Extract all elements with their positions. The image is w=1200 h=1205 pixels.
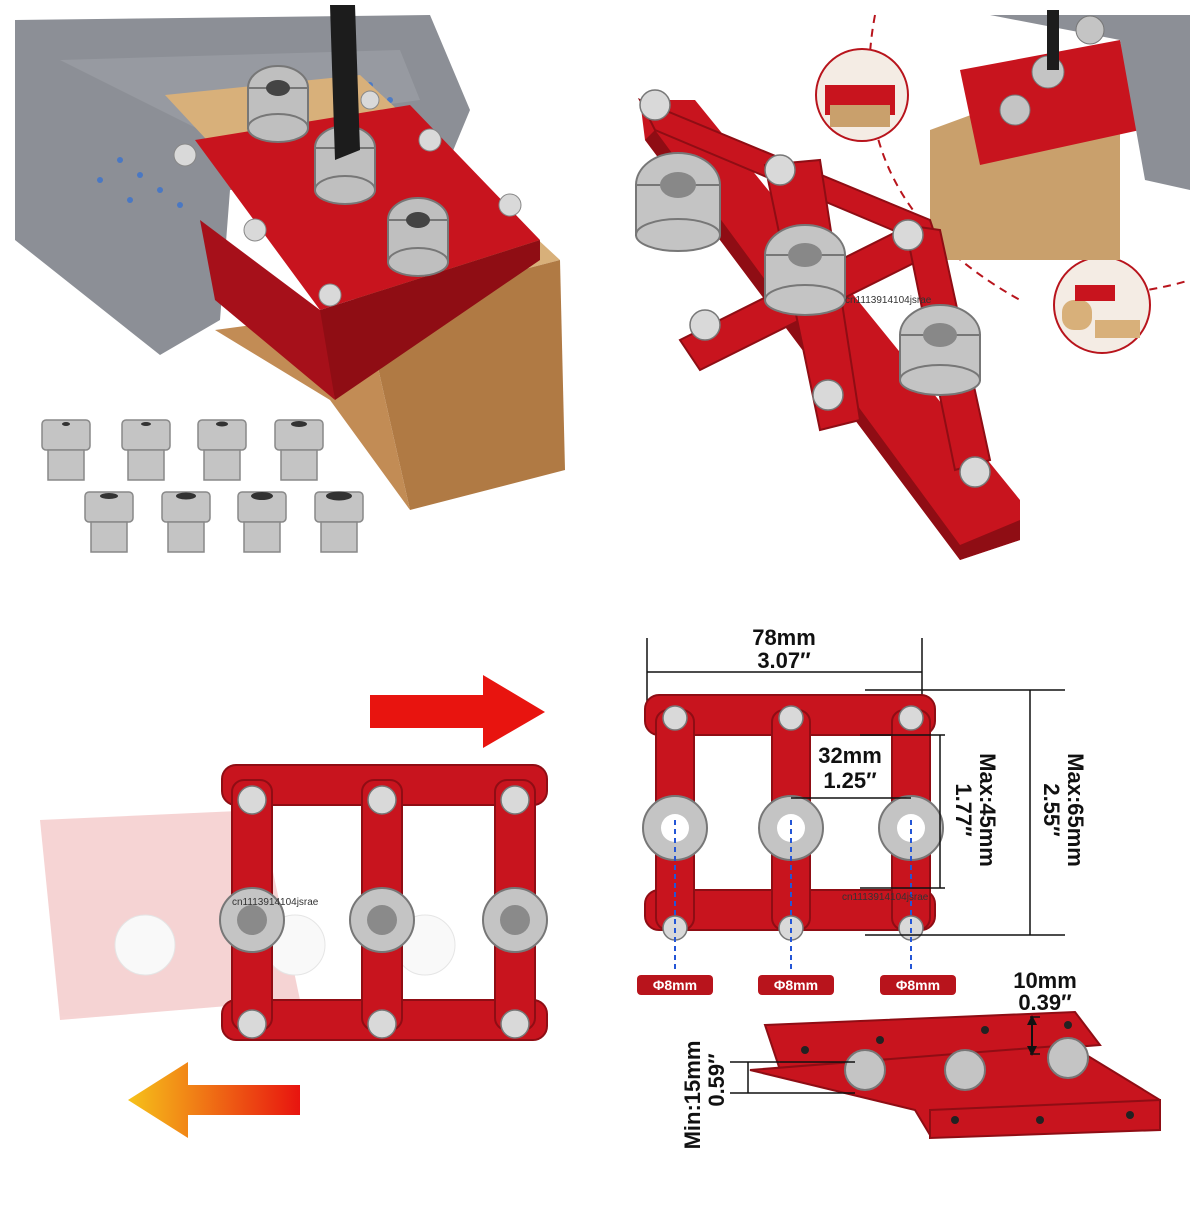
max-outer-mm: Max:65mm <box>1063 753 1088 867</box>
photo-jig-angled: cn1113914104jsrae <box>600 0 1200 600</box>
hole-badge-3: Φ8mm <box>880 975 956 995</box>
hole-badge-1: Φ8mm <box>637 975 713 995</box>
dimension-diagram: 78mm 3.07″ 32mm 1.25″ Max:45mm <box>600 600 1200 1200</box>
spacing-in: 1.25″ <box>823 768 877 793</box>
thickness-mm: 10mm <box>1013 968 1077 993</box>
photo-jig-sliding: cn1113914104jsrae <box>0 600 600 1200</box>
jig-body <box>195 105 540 310</box>
thickness-in: 0.39″ <box>1018 990 1072 1015</box>
watermark-3: cn1113914104jsrae <box>842 892 929 903</box>
max-inner-mm: Max:45mm <box>975 753 1000 867</box>
width-mm: 78mm <box>752 625 816 650</box>
hole-badge-2: Φ8mm <box>758 975 834 995</box>
max-inner-in: 1.77″ <box>951 783 976 837</box>
photo-jig-on-wood <box>0 0 600 600</box>
svg-text:Φ8mm: Φ8mm <box>896 977 940 993</box>
bushings <box>247 65 449 277</box>
spare-bushings <box>41 419 364 553</box>
arrow-right-icon <box>370 675 545 748</box>
min-in: 0.59″ <box>704 1053 729 1107</box>
svg-text:Φ8mm: Φ8mm <box>774 977 818 993</box>
max-outer-in: 2.55″ <box>1039 783 1064 837</box>
watermark-2: cn1113914104jsrae <box>232 897 319 908</box>
watermark: cn1113914104jsrae <box>845 295 932 306</box>
spacing-mm: 32mm <box>818 743 882 768</box>
drill-bit <box>330 5 360 160</box>
arrow-left-icon <box>128 1062 300 1138</box>
width-in: 3.07″ <box>757 648 811 673</box>
min-mm: Min:15mm <box>680 1041 705 1150</box>
svg-text:Φ8mm: Φ8mm <box>653 977 697 993</box>
